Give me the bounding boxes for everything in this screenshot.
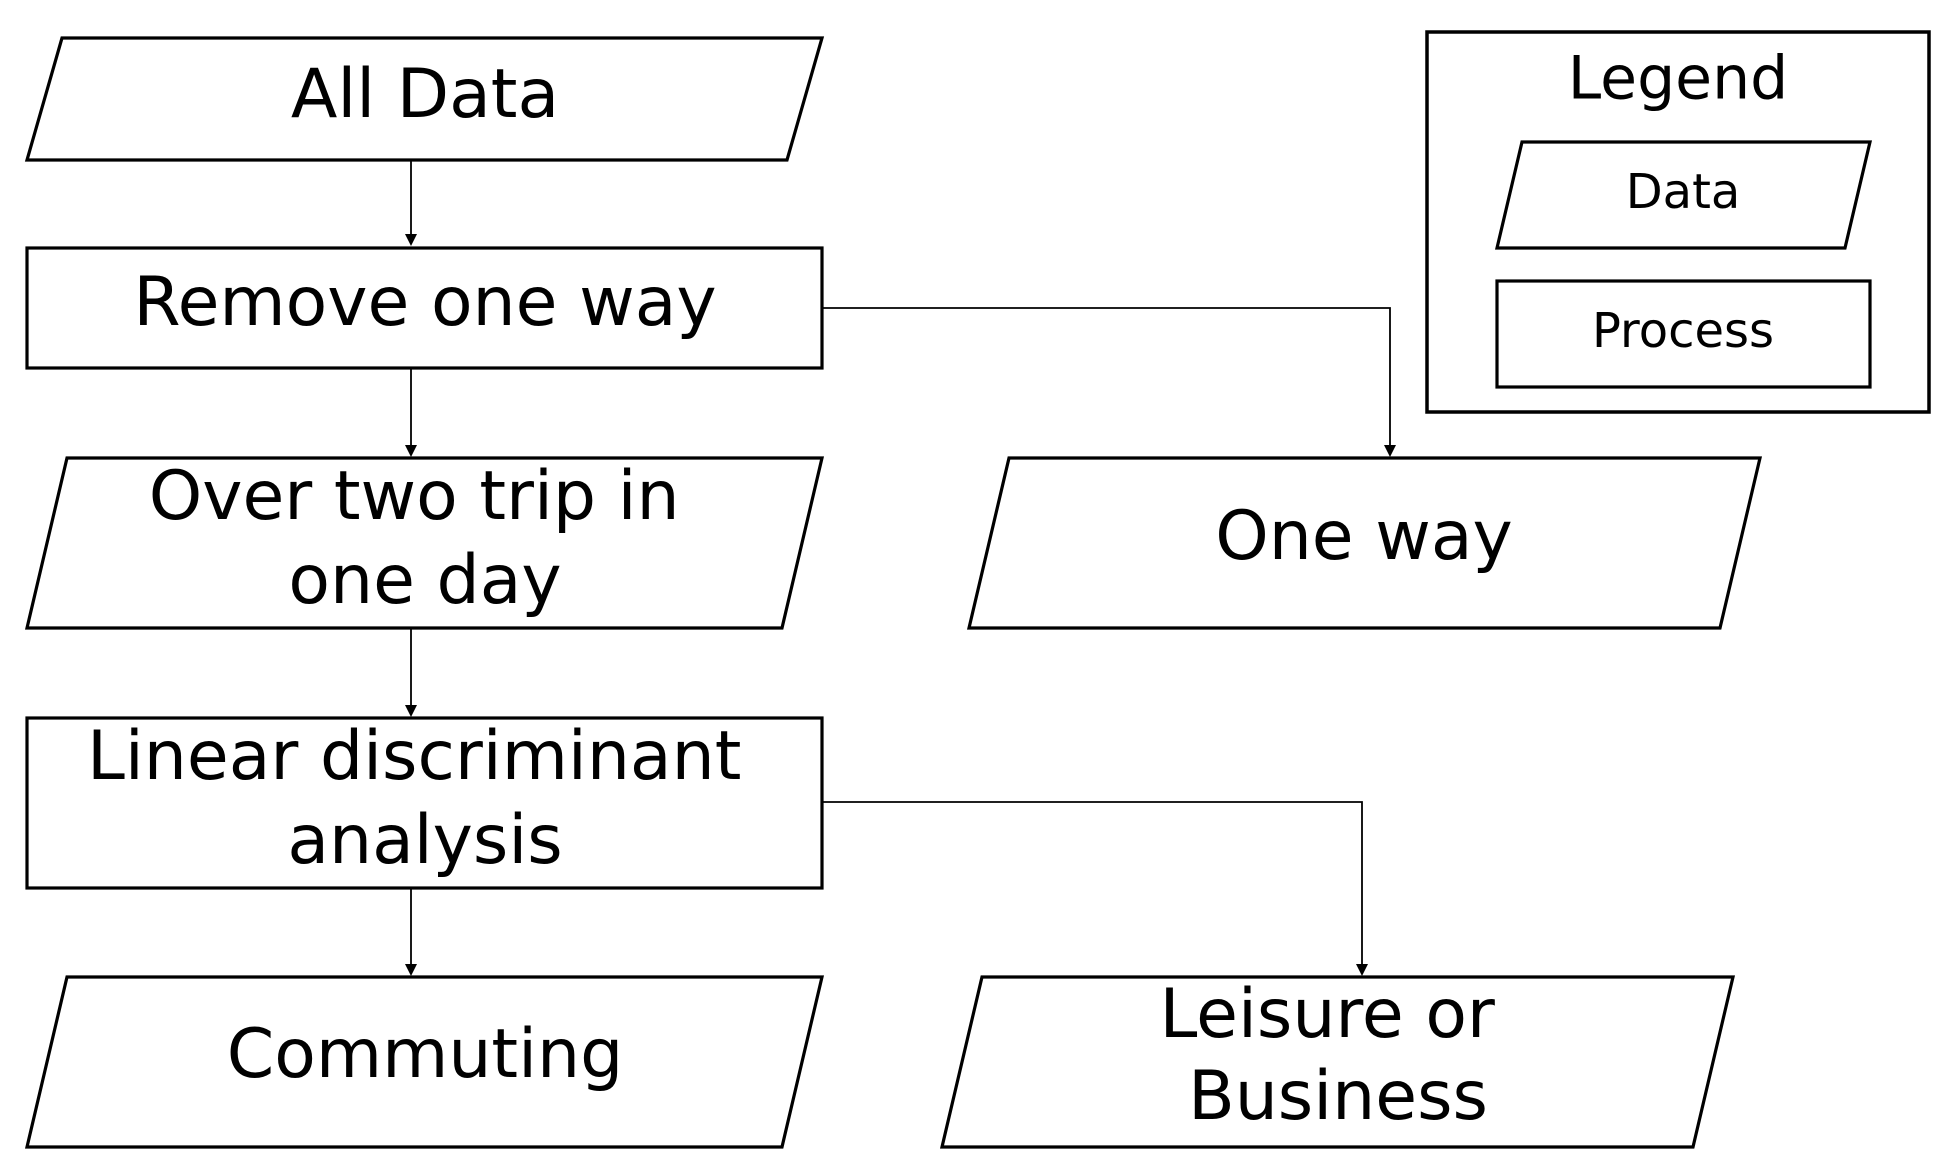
node-linear-discriminant-analysis: Linear discriminant analysis	[25, 716, 824, 890]
legend-process-label: Process	[1592, 303, 1774, 359]
process-shape	[25, 716, 824, 890]
node-label: Commuting	[227, 1015, 623, 1094]
process-shape	[25, 246, 824, 370]
legend: Legend Data Process	[1425, 30, 1931, 414]
legend-data-label: Data	[1626, 164, 1741, 220]
node-label: Over two trip in one day	[149, 457, 702, 620]
legend-process-symbol	[1495, 279, 1872, 389]
data-shape	[24, 975, 825, 1149]
data-shape	[24, 36, 825, 162]
legend-item-data: Data	[1494, 140, 1873, 250]
node-leisure-or-business: Leisure or Business	[939, 975, 1736, 1149]
data-shape	[24, 456, 825, 630]
legend-item-process: Process	[1495, 279, 1872, 389]
node-label: Linear discriminant analysis	[87, 717, 763, 880]
node-label: All Data	[291, 55, 559, 134]
node-commuting: Commuting	[24, 975, 825, 1149]
legend-title: Legend	[1568, 44, 1788, 114]
edge-lda-to-leisure-business	[822, 801, 1368, 976]
legend-data-symbol	[1494, 140, 1873, 250]
node-label: Remove one way	[133, 263, 716, 342]
edge-remove-one-way-to-one-way	[822, 307, 1396, 457]
node-all-data: All Data	[24, 36, 825, 162]
data-shape	[966, 456, 1763, 630]
node-over-two-trip-in-one-day: Over two trip in one day	[24, 456, 825, 630]
node-label: One way	[1215, 497, 1513, 576]
node-label: Leisure or Business	[1159, 975, 1516, 1136]
data-shape	[939, 975, 1736, 1149]
legend-frame	[1425, 30, 1931, 414]
node-remove-one-way: Remove one way	[25, 246, 824, 370]
node-one-way: One way	[966, 456, 1763, 630]
